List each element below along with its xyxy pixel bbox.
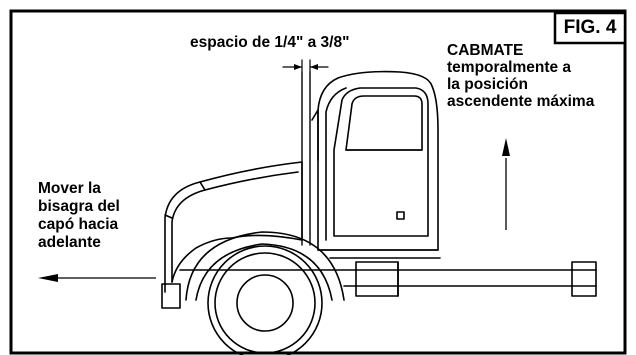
cabmate-note-line: ascendente máxima xyxy=(447,93,595,110)
fig-label-box xyxy=(553,11,627,45)
cabmate-note-line: temporalmente a xyxy=(447,59,572,76)
door-handle xyxy=(396,211,405,220)
hinge-note: Mover la bisagra del capó hacia adelante xyxy=(38,180,120,252)
figure-label: FIG. 4 xyxy=(563,17,617,38)
cabmate-arrow-head xyxy=(502,138,510,156)
outer-border xyxy=(9,9,627,355)
cabmate-note: CABMATE temporalmente a la posición asce… xyxy=(447,42,594,110)
cabmate-note-line: la posición xyxy=(447,76,528,93)
cabmate-note-line: CABMATE xyxy=(447,42,524,59)
cab xyxy=(317,70,439,251)
cab-window xyxy=(345,95,423,151)
wheel-tire xyxy=(207,245,323,355)
hood xyxy=(164,161,303,293)
gap-label: espacio de 1/4" a 3/8" xyxy=(190,34,350,51)
cab-door xyxy=(333,87,429,237)
wheel-hub xyxy=(236,274,294,332)
hinge-arrow-head xyxy=(38,274,58,282)
truck-outline xyxy=(161,59,597,355)
bumper xyxy=(161,283,181,309)
hinge-note-line: bisagra del xyxy=(38,198,120,215)
hinge-note-line: adelante xyxy=(38,234,101,251)
fuel-tank xyxy=(355,261,399,297)
hinge-note-line: Mover la xyxy=(38,180,101,197)
hinge-note-line: capó hacia xyxy=(38,216,119,233)
fender xyxy=(185,231,345,301)
